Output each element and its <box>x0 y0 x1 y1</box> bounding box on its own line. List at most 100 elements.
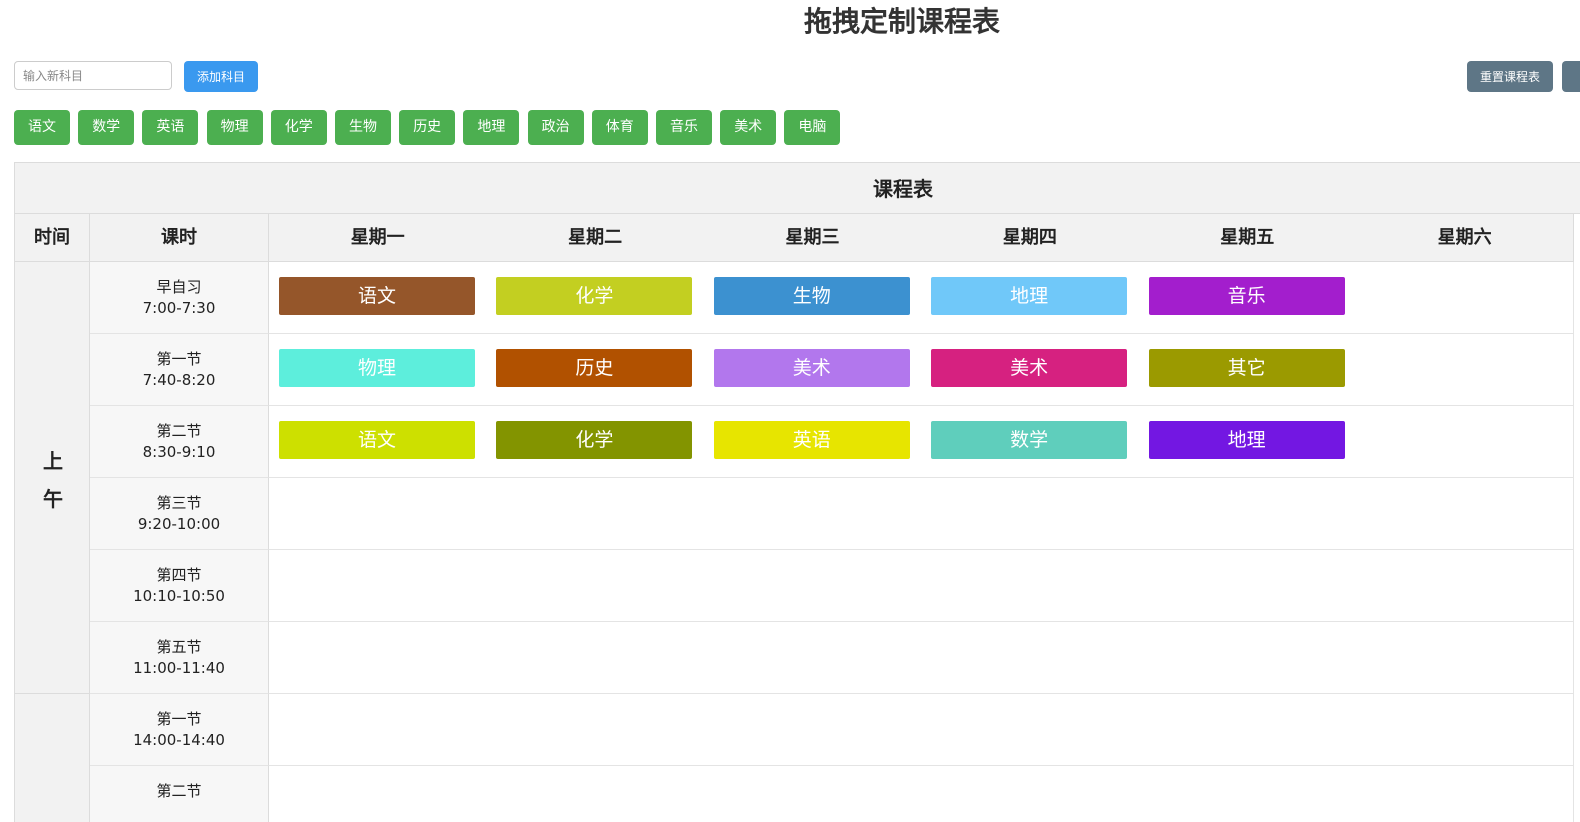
schedule-cell[interactable]: 地理 <box>1138 406 1357 478</box>
subject-chip[interactable]: 地理 <box>463 110 520 145</box>
subject-chip[interactable]: 历史 <box>399 110 456 145</box>
subject-chip[interactable]: 体育 <box>591 110 648 145</box>
course-block[interactable]: 美术 <box>931 349 1128 387</box>
schedule-cell[interactable]: 音乐 <box>1138 262 1357 334</box>
schedule-cell[interactable] <box>921 766 1140 822</box>
schedule-cell[interactable]: 英语 <box>703 406 923 478</box>
slot-cell: 第五节 11:00-11:40 <box>90 622 269 694</box>
period-cell-afternoon <box>14 694 90 822</box>
schedule-cell[interactable] <box>921 694 1140 766</box>
slot-cell: 第二节 <box>90 766 269 822</box>
course-block[interactable]: 语文 <box>279 421 475 459</box>
schedule-cell[interactable] <box>1138 694 1357 766</box>
course-block[interactable]: 历史 <box>496 349 693 387</box>
schedule-cell[interactable] <box>921 622 1140 694</box>
subject-chip[interactable]: 美术 <box>720 110 777 145</box>
subject-chip[interactable]: 物理 <box>206 110 263 145</box>
schedule-cell[interactable] <box>921 478 1140 550</box>
schedule-cell[interactable] <box>1356 694 1575 766</box>
schedule-cell[interactable] <box>486 622 705 694</box>
subject-chip[interactable]: 数学 <box>78 110 135 145</box>
course-block[interactable]: 美术 <box>713 349 910 387</box>
subject-chip[interactable]: 音乐 <box>656 110 712 145</box>
subject-chip[interactable]: 电脑 <box>784 110 841 145</box>
schedule-cell[interactable] <box>1356 262 1575 334</box>
schedule-cell[interactable] <box>486 766 705 822</box>
course-block[interactable]: 其它 <box>1148 349 1345 387</box>
slot-name: 第四节 <box>156 566 202 584</box>
schedule-cell[interactable]: 化学 <box>486 262 705 334</box>
subject-chip[interactable]: 政治 <box>527 110 584 145</box>
add-subject-button[interactable]: 添加科目 <box>184 61 258 92</box>
slot-time: 10:10-10:50 <box>133 587 225 605</box>
subject-chip[interactable]: 化学 <box>270 110 327 145</box>
course-block[interactable]: 地理 <box>931 277 1128 315</box>
slot-time: 11:00-11:40 <box>133 659 225 677</box>
schedule-cell[interactable] <box>703 478 923 550</box>
course-block[interactable]: 化学 <box>496 277 693 315</box>
course-block[interactable]: 物理 <box>279 349 475 387</box>
course-block[interactable]: 英语 <box>713 421 910 459</box>
course-block[interactable]: 化学 <box>496 421 693 459</box>
schedule-cell[interactable] <box>269 550 488 622</box>
course-block[interactable]: 地理 <box>1148 421 1345 459</box>
schedule-cell[interactable] <box>703 766 923 822</box>
slot-name: 第三节 <box>156 494 202 512</box>
subject-chip[interactable]: 生物 <box>335 110 391 145</box>
subject-chip[interactable]: 英语 <box>142 110 199 145</box>
schedule-cell[interactable] <box>269 622 488 694</box>
schedule-cell[interactable] <box>1356 334 1575 406</box>
schedule-cell[interactable] <box>269 478 488 550</box>
schedule-cell[interactable] <box>1138 550 1357 622</box>
reset-schedule-button[interactable]: 重置课程表 <box>1467 61 1553 92</box>
schedule-cell[interactable] <box>269 766 488 822</box>
schedule-cell[interactable]: 语文 <box>269 406 488 478</box>
schedule-cell[interactable]: 数学 <box>921 406 1140 478</box>
schedule-cell[interactable] <box>1138 622 1357 694</box>
course-block[interactable]: 语文 <box>279 277 475 315</box>
schedule-cell[interactable] <box>1356 478 1575 550</box>
course-block[interactable]: 音乐 <box>1148 277 1345 315</box>
schedule-cell[interactable] <box>1356 622 1575 694</box>
schedule-cell[interactable]: 其它 <box>1138 334 1357 406</box>
slot-time: 14:00-14:40 <box>133 731 225 749</box>
schedule-cell[interactable] <box>1356 766 1575 822</box>
schedule-cell[interactable] <box>486 694 705 766</box>
schedule-cell[interactable] <box>1138 478 1357 550</box>
subject-chip[interactable]: 语文 <box>14 110 70 145</box>
schedule-cell[interactable] <box>921 550 1140 622</box>
schedule-cell[interactable] <box>486 550 705 622</box>
schedule-cell[interactable]: 美术 <box>921 334 1140 406</box>
schedule-cell[interactable]: 历史 <box>486 334 705 406</box>
header-day: 星期一 <box>269 214 488 262</box>
schedule-cell[interactable]: 语文 <box>269 262 488 334</box>
toolbar-extra-button[interactable] <box>1562 61 1580 92</box>
slot-time: 7:00-7:30 <box>142 299 216 317</box>
schedule-cell[interactable] <box>703 622 923 694</box>
schedule-cell[interactable]: 地理 <box>921 262 1140 334</box>
schedule-cell[interactable] <box>1356 406 1575 478</box>
course-block[interactable]: 生物 <box>713 277 910 315</box>
schedule-caption-row: 课程表 <box>14 162 1580 214</box>
schedule-cell[interactable]: 美术 <box>703 334 923 406</box>
schedule-caption: 课程表 <box>873 177 933 201</box>
period-cell-morning: 上 午 <box>14 262 90 694</box>
schedule-cell[interactable]: 生物 <box>703 262 923 334</box>
schedule-cell[interactable]: 物理 <box>269 334 488 406</box>
course-block[interactable]: 数学 <box>931 421 1128 459</box>
schedule-cell[interactable] <box>703 694 923 766</box>
schedule-cell[interactable] <box>703 550 923 622</box>
schedule-cell[interactable] <box>1138 766 1357 822</box>
slot-name: 第五节 <box>156 638 202 656</box>
schedule-cell[interactable] <box>1356 550 1575 622</box>
schedule-cell[interactable] <box>486 478 705 550</box>
slot-time: 7:40-8:20 <box>142 371 216 389</box>
schedule-cell[interactable]: 化学 <box>486 406 705 478</box>
new-subject-input[interactable] <box>14 61 172 90</box>
schedule-cell[interactable] <box>269 694 488 766</box>
